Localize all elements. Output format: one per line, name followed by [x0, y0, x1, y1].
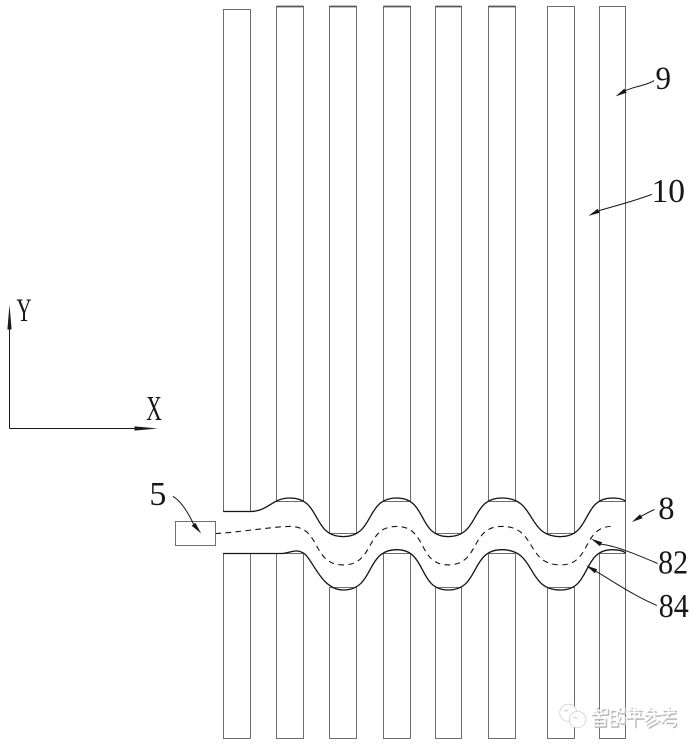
- svg-text:Y: Y: [17, 293, 32, 329]
- svg-text:9: 9: [656, 61, 672, 97]
- svg-text:X: X: [146, 389, 162, 428]
- svg-text:84: 84: [659, 588, 689, 625]
- svg-text:82: 82: [658, 545, 688, 582]
- svg-text:5: 5: [149, 476, 166, 513]
- svg-text:10: 10: [652, 173, 686, 210]
- svg-text:8: 8: [658, 491, 674, 527]
